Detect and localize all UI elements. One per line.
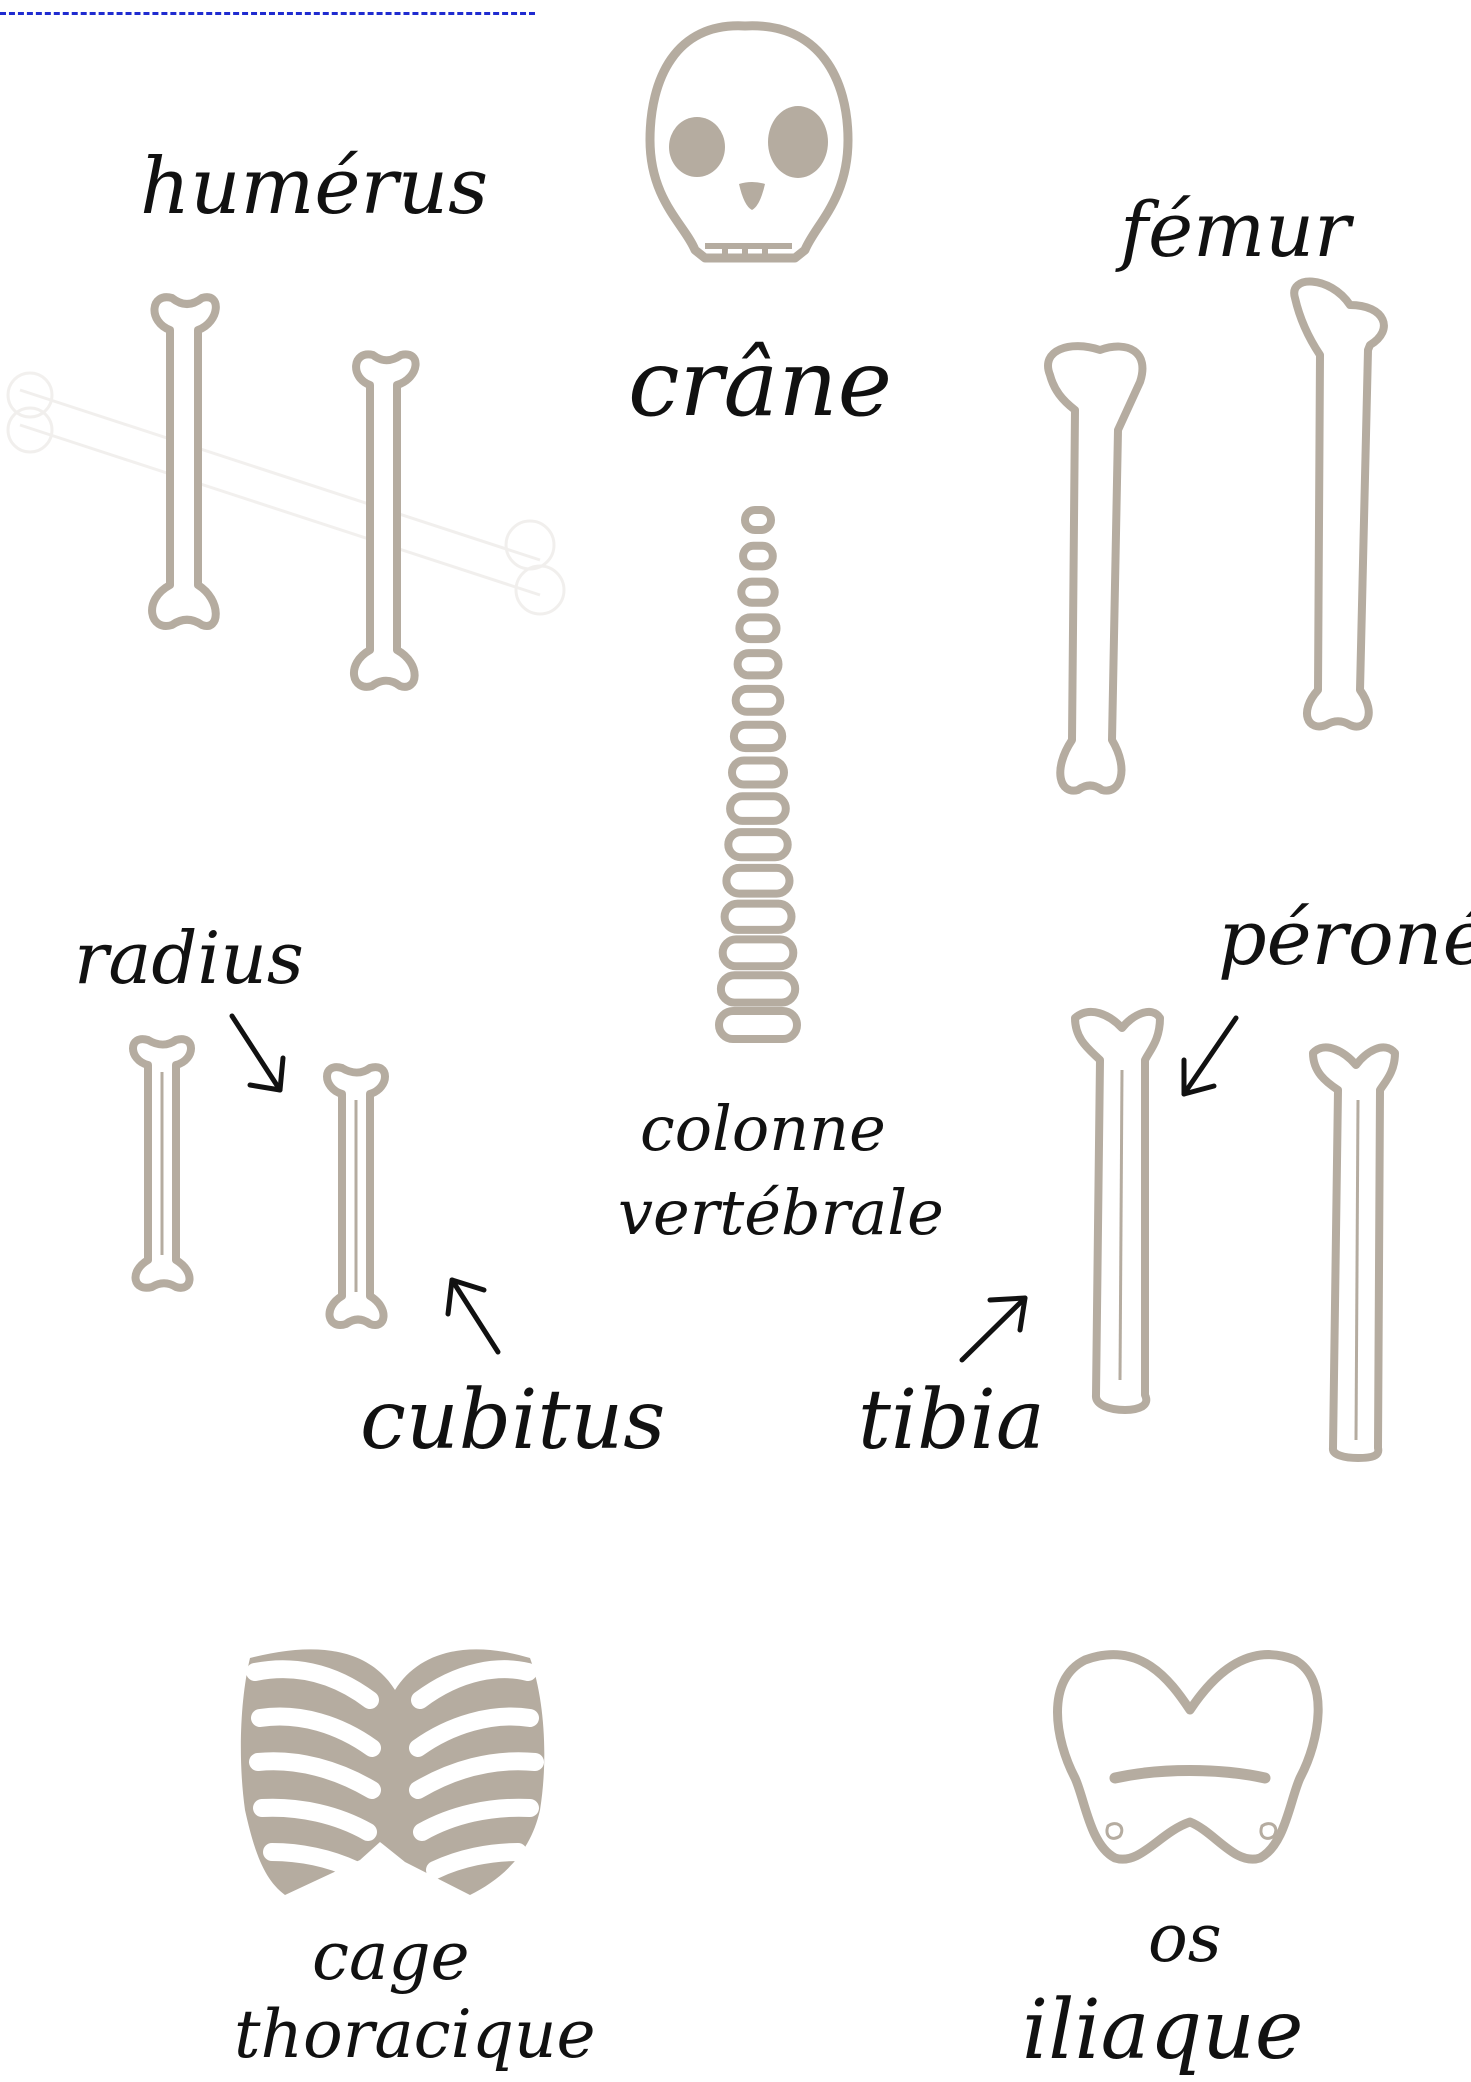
femur-bone-right [1294,282,1384,727]
arrow-icon [232,1016,283,1090]
tibia-bone [1075,1012,1160,1410]
rib-cage-icon [241,1649,544,1895]
skull-eye-right [768,106,828,178]
vertebra-icon [723,939,794,966]
label-iliaque: iliaque [1022,1990,1303,2072]
vertebra-icon [736,689,781,712]
label-cubitus: cubitus [360,1380,665,1462]
label-colonne: colonne [640,1098,886,1160]
label-thoracique: thoracique [234,2002,596,2068]
label-femur: fémur [1120,192,1350,268]
skull-eye-left [669,117,725,177]
vertebra-icon [730,796,786,821]
vertebra-icon [732,761,784,785]
skull-icon [650,26,848,258]
vertebra-icon [726,868,789,894]
vertebra-icon [728,832,787,857]
humerus-bone-right [354,354,416,686]
perone-bone [1313,1047,1395,1458]
vertebra-icon [734,725,782,748]
arrow-icon [1184,1018,1236,1094]
vertebra-icon [741,582,774,603]
label-humerus: humérus [140,148,488,226]
vertebral-column [719,510,797,1039]
vertebra-icon [725,904,792,930]
label-tibia: tibia [858,1380,1045,1462]
label-radius: radius [74,922,304,994]
label-vertebrale: vertébrale [618,1182,944,1244]
label-os: os [1148,1906,1222,1972]
vertebra-icon [745,510,771,530]
label-perone: péroné [1218,900,1471,976]
vertebra-icon [739,617,776,639]
ghost-bone-icon [8,373,564,614]
vertebra-icon [719,1011,797,1039]
arrow-icon [962,1298,1025,1360]
arrow-icon [448,1280,498,1352]
vertebra-icon [738,653,779,675]
label-crane: crâne [628,338,892,430]
label-cage: cage [312,1924,470,1990]
vertebra-icon [721,975,795,1002]
vertebra-icon [743,546,773,567]
humerus-bone-left [152,297,216,626]
femur-bone-left [1048,346,1142,790]
pelvis-icon [1058,1655,1319,1860]
